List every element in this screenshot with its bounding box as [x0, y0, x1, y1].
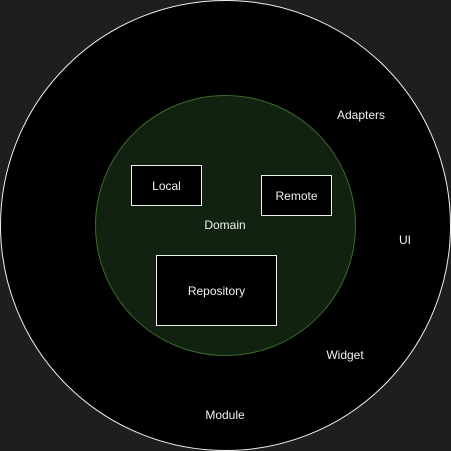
repository-box-label: Repository: [187, 283, 246, 298]
local-box-label: Local: [152, 178, 181, 193]
remote-box-label: Remote: [275, 188, 318, 203]
local-box[interactable]: Local: [131, 165, 202, 206]
remote-box[interactable]: Remote: [261, 175, 332, 216]
module-label: Module: [205, 408, 245, 422]
adapters-label: Adapters: [336, 108, 386, 122]
domain-label: Domain: [204, 218, 246, 232]
ui-label: UI: [399, 233, 411, 247]
widget-label: Widget: [326, 348, 364, 362]
repository-box[interactable]: Repository: [156, 255, 277, 326]
